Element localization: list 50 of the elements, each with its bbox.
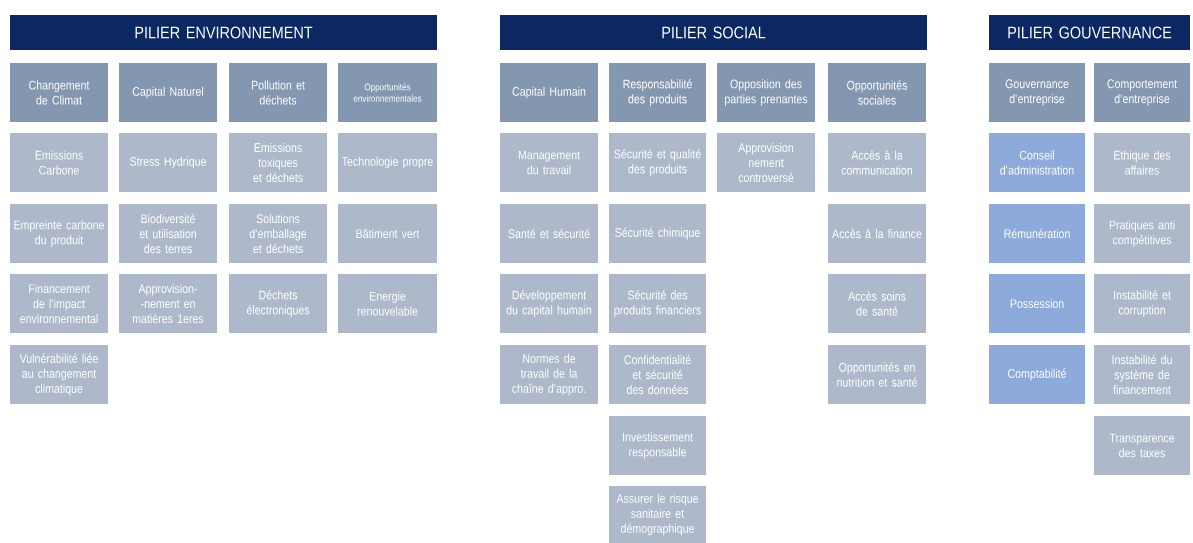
item-box: Transparence des taxes bbox=[1094, 416, 1190, 475]
category-box: Responsabilité des produits bbox=[609, 63, 706, 122]
item-box: Sécurité et qualité des produits bbox=[609, 133, 706, 192]
item-box: Energie renouvelable bbox=[338, 274, 437, 333]
header-band: PILIER GOUVERNANCE bbox=[989, 15, 1190, 50]
item-box: Sécurité chimique bbox=[609, 204, 706, 263]
item-box: Accès soins de santé bbox=[828, 274, 926, 333]
category-box: Gouvernance d'entreprise bbox=[989, 63, 1085, 122]
category-box: Opportunités sociales bbox=[828, 63, 926, 122]
item-box: Empreinte carbone du produit bbox=[10, 204, 108, 263]
category-box: Changement de Climat bbox=[10, 63, 108, 122]
item-box: Instabilité et corruption bbox=[1094, 274, 1190, 333]
item-box: Accès à la communication bbox=[828, 133, 926, 192]
item-box: Approvision nement controversé bbox=[717, 133, 815, 192]
item-box: Opportunités en nutrition et santé bbox=[828, 345, 926, 404]
item-box: Normes de travail de la chaîne d'appro. bbox=[500, 345, 598, 404]
item-box: Possession bbox=[989, 274, 1085, 333]
item-box: Instabilité du système de financement bbox=[1094, 345, 1190, 404]
item-box: Santé et sécurité bbox=[500, 204, 598, 263]
item-box: Financement de l'impact environnemental bbox=[10, 274, 108, 333]
item-box: Technologie propre bbox=[338, 133, 437, 192]
item-box: Déchets électroniques bbox=[229, 274, 327, 333]
item-box: Approvision- -nement en matières 1eres bbox=[119, 274, 217, 333]
category-box: Opposition des parties prenantes bbox=[717, 63, 815, 122]
item-box: Management du travail bbox=[500, 133, 598, 192]
item-box: Comptabilité bbox=[989, 345, 1085, 404]
item-box: Vulnérabilité liée au changement climatique bbox=[10, 345, 108, 404]
header-band: PILIER ENVIRONNEMENT bbox=[10, 15, 437, 50]
item-box: Rémunération bbox=[989, 204, 1085, 263]
item-box: Conseil d'administration bbox=[989, 133, 1085, 192]
item-box: Sécurité des produits financiers bbox=[609, 274, 706, 333]
item-box: Bâtiment vert bbox=[338, 204, 437, 263]
item-box: Biodiversité et utilisation des terres bbox=[119, 204, 217, 263]
item-box: Emissions toxiques et déchets bbox=[229, 133, 327, 192]
item-box: Investissement responsable bbox=[609, 416, 706, 475]
item-box: Pratiques anti compétitives bbox=[1094, 204, 1190, 263]
item-box: Confidentialité et sécurité des données bbox=[609, 345, 706, 404]
header-band: PILIER SOCIAL bbox=[500, 15, 927, 50]
item-box: Ethique des affaires bbox=[1094, 133, 1190, 192]
category-box: Capital Naturel bbox=[119, 63, 217, 122]
category-box: Pollution et déchets bbox=[229, 63, 327, 122]
item-box: Emissions Carbone bbox=[10, 133, 108, 192]
item-box: Solutions d'emballage et déchets bbox=[229, 204, 327, 263]
category-box: Opportunités environnementales bbox=[338, 63, 437, 122]
category-box: Capital Humain bbox=[500, 63, 598, 122]
item-box: Stress Hydrique bbox=[119, 133, 217, 192]
category-box: Comportement d'entreprise bbox=[1094, 63, 1190, 122]
item-box: Développement du capital humain bbox=[500, 274, 598, 333]
item-box: Accès à la finance bbox=[828, 204, 926, 263]
item-box: Assurer le risque sanitaire et démographique bbox=[609, 486, 706, 543]
